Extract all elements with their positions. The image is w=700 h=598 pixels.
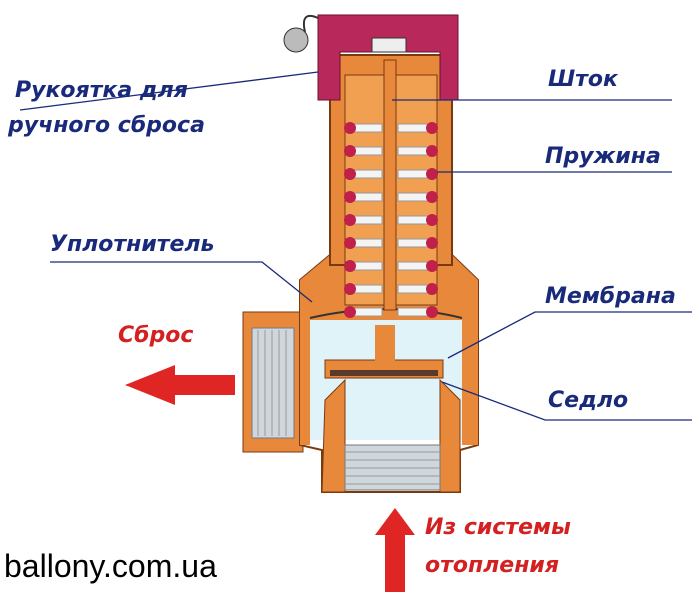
spring-coil [426, 260, 438, 272]
inlet-arrow-icon [375, 508, 415, 592]
label-discharge: Сброс [118, 323, 194, 348]
seat-gasket [330, 370, 438, 376]
spring-coil [344, 214, 356, 226]
label-stem: Шток [548, 67, 618, 92]
stem [383, 59, 397, 311]
spring-coil [426, 168, 438, 180]
discharge-thread [251, 327, 295, 439]
cap-nut [371, 37, 407, 53]
spring-coil [426, 306, 438, 318]
spring-coil [344, 168, 356, 180]
spring-coil [426, 237, 438, 249]
spring-coil [426, 191, 438, 203]
label-handle-line1: Рукоятка для [15, 78, 188, 103]
spring-coil [426, 283, 438, 295]
leader-lines [19, 71, 692, 421]
spring-coil [426, 145, 438, 157]
label-seat: Седло [548, 388, 629, 413]
spring-coil [344, 260, 356, 272]
seal-tag [283, 27, 309, 53]
label-inlet-line2: отопления [425, 553, 559, 578]
spring [344, 122, 438, 318]
spring-coil [344, 283, 356, 295]
disc-stem [375, 325, 395, 365]
spring-coil [344, 122, 356, 134]
handle-cap [317, 14, 459, 101]
label-membrane: Мембрана [545, 284, 676, 309]
spring-coil [344, 145, 356, 157]
spring-coil [344, 191, 356, 203]
spring-coil [344, 306, 356, 318]
watermark: ballony.com.ua [4, 548, 217, 584]
label-seal: Уплотнитель [50, 232, 215, 257]
spring-coil [426, 122, 438, 134]
label-spring: Пружина [545, 144, 661, 169]
discharge-arrow-icon [125, 365, 235, 405]
label-handle-line2: ручного сброса [8, 113, 205, 138]
label-inlet-line1: Из системы [425, 515, 571, 540]
spring-coil [344, 237, 356, 249]
spring-coil [426, 214, 438, 226]
